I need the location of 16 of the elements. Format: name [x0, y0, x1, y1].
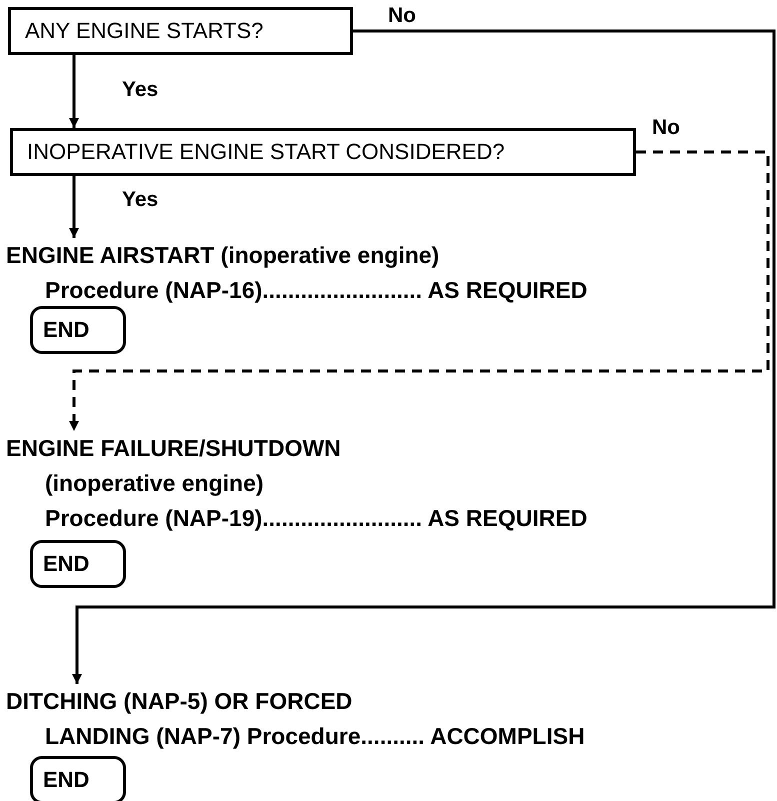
arrow: [69, 55, 79, 128]
step-text: (inoperative engine): [44, 469, 265, 498]
arrow: [69, 176, 79, 238]
arrow: [72, 30, 776, 684]
end-terminal: END: [30, 306, 126, 354]
step-text: DITCHING (NAP-5) OR FORCED: [6, 687, 354, 716]
step-text: ENGINE FAILURE/SHUTDOWN: [6, 434, 342, 463]
step-text: Procedure (NAP-16)......................... AS REQUIRED: [44, 276, 588, 305]
end-terminal: END: [30, 756, 126, 801]
step-text: Procedure (NAP-19)......................... AS REQUIRED: [44, 504, 588, 533]
step-text: ENGINE AIRSTART (inoperative engine): [6, 241, 440, 270]
end-terminal: END: [30, 540, 126, 588]
step-text: LANDING (NAP-7) Procedure.......... ACCOMPLISH: [44, 722, 585, 751]
decision-box: INOPERATIVE ENGINE START CONSIDERED?: [10, 128, 636, 176]
arrow: [69, 150, 770, 431]
decision-box: ANY ENGINE STARTS?: [8, 7, 353, 55]
